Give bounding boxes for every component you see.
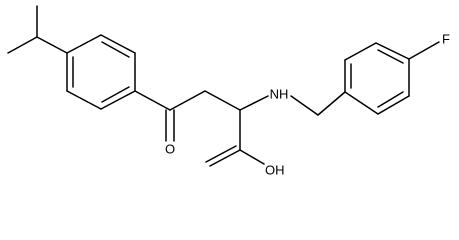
bond [134, 90, 171, 111]
bond [239, 149, 265, 165]
carbonyl-double-bond [205, 145, 237, 163]
bond [100, 90, 136, 110]
bond [344, 42, 377, 61]
bond [377, 95, 410, 115]
isopropyl-group [7, 5, 68, 54]
bond [239, 95, 269, 111]
bond [7, 36, 38, 54]
bond [204, 90, 241, 111]
hydroxyl-label: OH [265, 162, 285, 177]
bond [317, 91, 346, 116]
carboxylic-acid [205, 109, 265, 167]
isopropylphenyl-ring [66, 34, 136, 110]
bond [408, 41, 440, 60]
aromatic-double-bond [377, 49, 404, 64]
amine-linker [239, 91, 346, 116]
amine-label: NH [270, 86, 289, 101]
bond [169, 90, 206, 111]
bond [36, 36, 68, 54]
keto-chain [134, 90, 241, 142]
ketone-oxygen-label: O [165, 141, 175, 156]
bond [209, 149, 241, 167]
fluorophenyl-ring [344, 41, 440, 115]
aromatic-double-bond [377, 91, 404, 108]
bond [375, 42, 410, 60]
aromatic-double-bond [101, 41, 130, 58]
aromatic-double-bond [101, 86, 130, 103]
bond [66, 34, 102, 54]
bond [100, 34, 136, 54]
bond [66, 90, 102, 110]
bond [290, 95, 319, 116]
bond [344, 91, 379, 115]
fluorine-label: F [442, 31, 450, 46]
chemical-structure: O NH F OH [7, 5, 450, 177]
